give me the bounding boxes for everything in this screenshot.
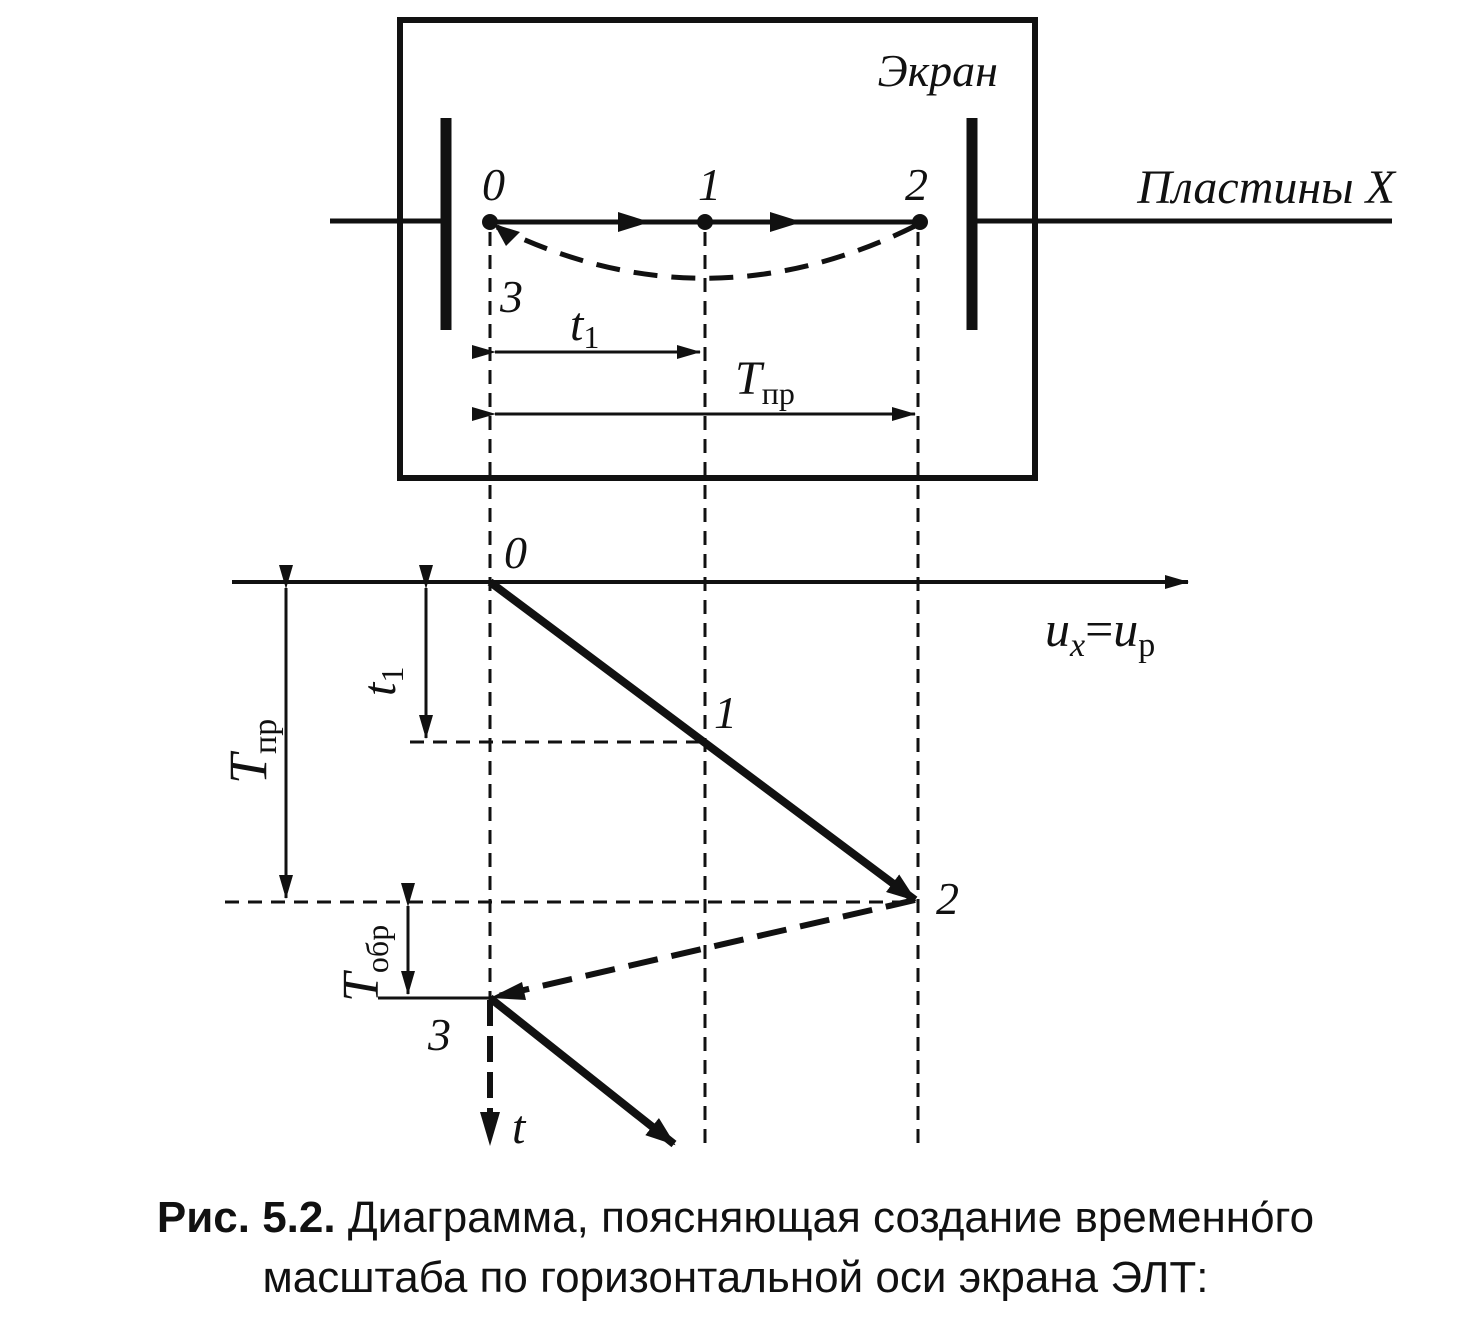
tobr-label-graph: Tобр (333, 925, 395, 1002)
graph-point-0-label: 0 (504, 527, 527, 578)
beam-arrow-1 (618, 212, 650, 232)
crt-sweep-diagram: Экран Пластины X 0 1 2 3 t1 Tпр ux=uр t … (218, 17, 1397, 1154)
beam-arrow-2 (770, 212, 802, 232)
caption-text-1: Диаграмма, поясняющая создание временно́… (347, 1193, 1315, 1242)
screen-point-0-label: 0 (482, 159, 505, 210)
t1-label-graph: t1 (353, 667, 410, 696)
screen-point-0 (482, 214, 498, 230)
tpr-label-screen: Tпр (735, 352, 795, 411)
screen-label: Экран (878, 45, 998, 96)
screen-point-1 (697, 214, 713, 230)
screen-point-2 (912, 214, 928, 230)
graph-point-2-label: 2 (936, 873, 959, 924)
caption-number: Рис. 5.2. (156, 1193, 336, 1242)
time-axis-label: t (512, 1101, 527, 1154)
graph-point-3-label: 3 (427, 1009, 451, 1060)
tpr-label-graph: Tпр (218, 719, 284, 784)
sweep-flyback-arrowhead (490, 982, 526, 1000)
screen-point-1-label: 1 (698, 159, 721, 210)
sweep-next-ramp (487, 994, 677, 1148)
sweep-forward-ramp (487, 578, 918, 904)
beam-return-arrowhead (494, 224, 520, 246)
t1-label-screen: t1 (570, 298, 599, 355)
graph-point-1-label: 1 (714, 687, 737, 738)
screen-point-2-label: 2 (905, 159, 928, 210)
figure-caption: Рис. 5.2. Диаграмма, поясняющая создание… (0, 1188, 1471, 1308)
caption-line-2: масштаба по горизонтальной оси экрана ЭЛ… (262, 1253, 1209, 1302)
screen-point-3-label: 3 (499, 271, 523, 322)
sweep-flyback (497, 897, 916, 999)
voltage-axis-label: ux=uр (1045, 601, 1155, 664)
plates-label: Пластины X (1136, 161, 1396, 214)
caption-line-1: Рис. 5.2. Диаграмма, поясняющая создание… (0, 1188, 1471, 1248)
screen-frame (397, 17, 1038, 481)
time-axis-arrowhead (480, 1112, 500, 1146)
